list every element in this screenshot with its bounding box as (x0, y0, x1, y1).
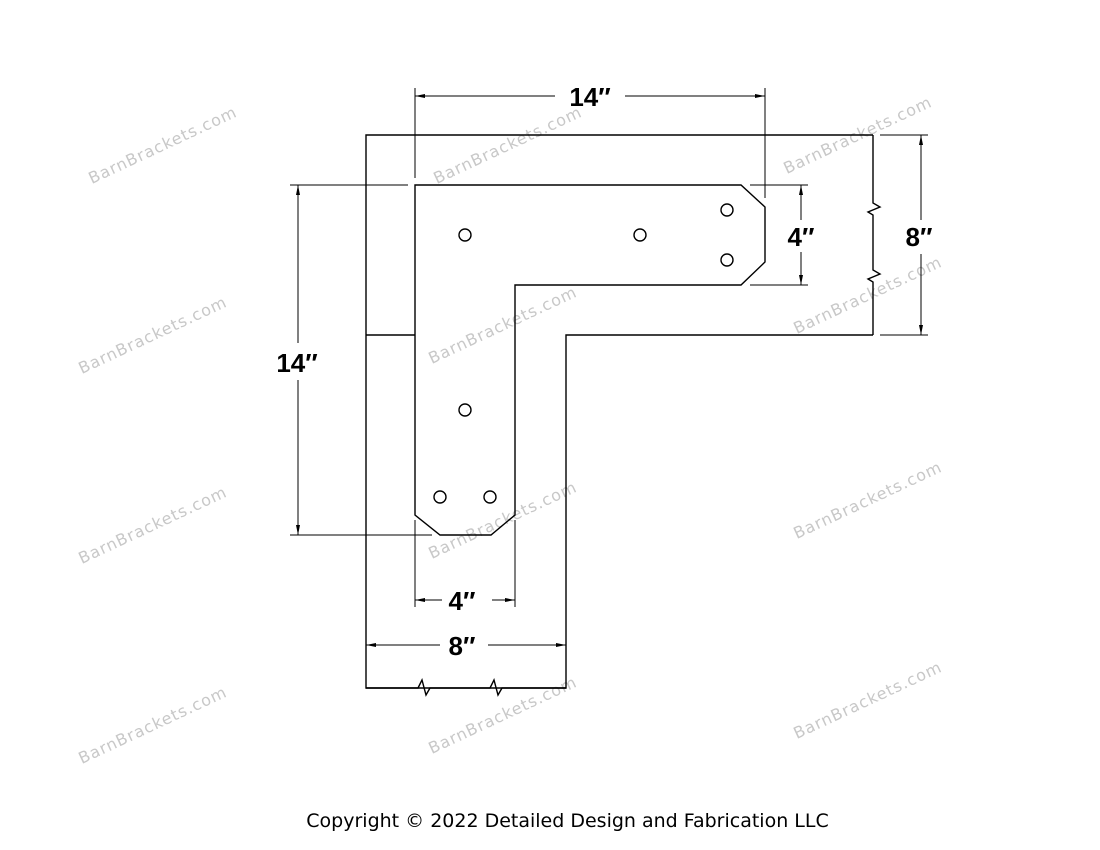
watermark-text: BarnBrackets.com (85, 102, 240, 188)
dimension-label: 8″ (906, 222, 933, 252)
bolt-hole (433, 490, 447, 504)
watermark-text: BarnBrackets.com (425, 477, 580, 563)
beam-break-line (866, 135, 882, 335)
dimension-left-14: 14″ (276, 184, 432, 536)
bolt-hole (633, 228, 647, 242)
dimension-label: 14″ (276, 348, 317, 378)
dimension-label: 14″ (569, 82, 610, 112)
post-break-line (366, 678, 566, 697)
dimension-bottom-4: 4″ (414, 520, 516, 616)
bolt-hole (458, 228, 472, 242)
dimension-top-14: 14″ (414, 82, 766, 198)
watermark-text: BarnBrackets.com (75, 292, 230, 378)
bolt-hole (720, 203, 734, 217)
watermark-text: BarnBrackets.com (430, 102, 585, 188)
bolt-hole (458, 403, 472, 417)
watermark-text: BarnBrackets.com (425, 282, 580, 368)
dimension-label: 4″ (449, 586, 476, 616)
copyright-notice: Copyright © 2022 Detailed Design and Fab… (306, 810, 829, 832)
bolt-hole (483, 490, 497, 504)
bolt-holes (433, 203, 734, 504)
dimension-right-8: 8″ (880, 134, 933, 336)
dimension-bottom-8: 8″ (366, 631, 566, 661)
watermark-text: BarnBrackets.com (75, 682, 230, 768)
bolt-hole (720, 253, 734, 267)
watermark-text: BarnBrackets.com (75, 482, 230, 568)
watermark-text: BarnBrackets.com (425, 672, 580, 758)
watermark-text: BarnBrackets.com (790, 252, 945, 338)
l-bracket-outline (414, 184, 766, 536)
beam-post-outline (365, 134, 873, 689)
watermark-text: BarnBrackets.com (790, 457, 945, 543)
dimension-right-4: 4″ (750, 184, 815, 286)
dimension-label: 4″ (788, 222, 815, 252)
dimension-label: 8″ (449, 631, 476, 661)
watermark-text: BarnBrackets.com (790, 657, 945, 743)
